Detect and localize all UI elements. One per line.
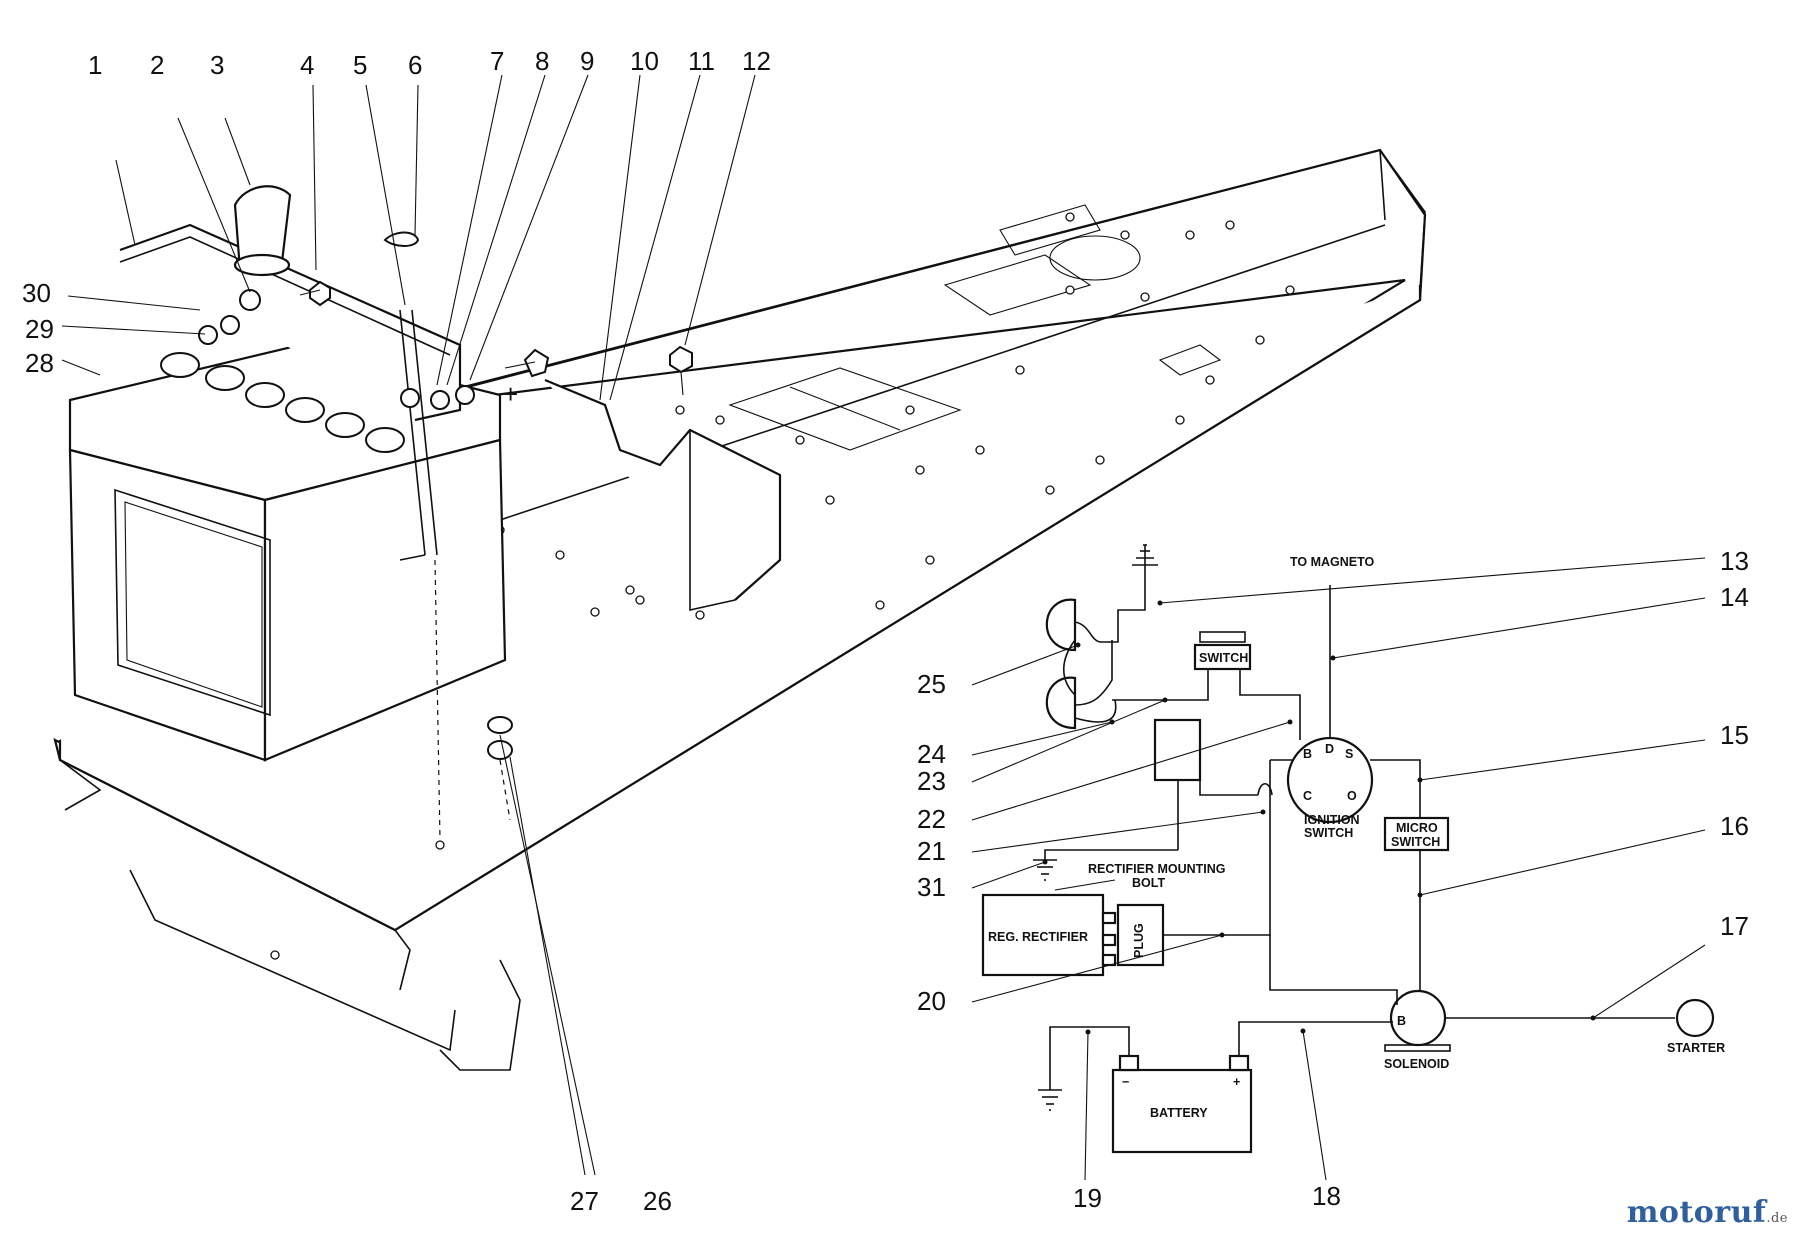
to-magneto-label: TO MAGNETO — [1290, 555, 1375, 569]
callout-19: 19 — [1073, 1183, 1102, 1213]
watermark-tld: .de — [1766, 1211, 1788, 1226]
callout-13: 13 — [1720, 546, 1749, 576]
battery-symbol — [1111, 1068, 1253, 1154]
callout-6: 6 — [408, 50, 422, 80]
callout-10: 10 — [630, 46, 659, 76]
callout-31: 31 — [917, 872, 946, 902]
rectifier-bolt-label: RECTIFIER MOUNTING — [1088, 862, 1226, 876]
callout-16: 16 — [1720, 811, 1749, 841]
callout-30: 30 — [22, 278, 51, 308]
callout-8: 8 — [535, 46, 549, 76]
solenoid-terminal-b: B — [1397, 1014, 1406, 1028]
callout-23: 23 — [917, 766, 946, 796]
starter-icon — [1675, 998, 1715, 1038]
callout-5: 5 — [353, 50, 367, 80]
callout-11: 11 — [688, 46, 715, 76]
ign-terminal-c: C — [1303, 789, 1312, 803]
reg-rectifier-box — [981, 893, 1105, 977]
battery-label: BATTERY — [1150, 1106, 1208, 1120]
callout-1: 1 — [88, 50, 102, 80]
plug-label: PLUG — [1132, 923, 1146, 958]
callout-25: 25 — [917, 669, 946, 699]
watermark-brand: motoruf — [1626, 1195, 1767, 1230]
callout-27: 27 — [570, 1186, 599, 1216]
callout-4: 4 — [300, 50, 314, 80]
ignition-label-2: SWITCH — [1304, 826, 1353, 840]
callout-20: 20 — [917, 986, 946, 1016]
ign-terminal-d: D — [1325, 742, 1334, 756]
switch-label: SWITCH — [1199, 651, 1248, 665]
reg-rectifier-label: REG. RECTIFIER — [988, 930, 1088, 944]
micro-switch-box — [1383, 816, 1450, 852]
ignition-label: IGNITION — [1304, 813, 1360, 827]
rectifier-bolt-label-2: BOLT — [1132, 876, 1165, 890]
micro-switch-label: MICRO — [1396, 821, 1438, 835]
callout-24: 24 — [917, 739, 946, 769]
battery-neg-sign: − — [1122, 1075, 1129, 1089]
callout-14: 14 — [1720, 582, 1749, 612]
plug-connector — [1116, 903, 1165, 967]
starter-label: STARTER — [1667, 1041, 1725, 1055]
micro-switch-label-2: SWITCH — [1391, 835, 1440, 849]
ground-top-icon — [1132, 544, 1158, 566]
light-switch-box — [1193, 643, 1252, 671]
callout-12: 12 — [742, 46, 771, 76]
frame-plus-sign: + — [503, 379, 518, 409]
callout-7: 7 — [490, 46, 504, 76]
callout-9: 9 — [580, 46, 594, 76]
ign-terminal-b: B — [1303, 747, 1312, 761]
rectifier-module — [1153, 718, 1202, 782]
battery-assembly — [68, 185, 693, 841]
leader-lines — [61, 74, 756, 1176]
chassis-frame: + — [53, 148, 1427, 1071]
callout-2: 2 — [150, 50, 164, 80]
callout-18: 18 — [1312, 1181, 1341, 1211]
ign-terminal-o: O — [1347, 789, 1357, 803]
callout-22: 22 — [917, 804, 946, 834]
headlight-lower-icon — [1045, 676, 1077, 730]
solenoid-label: SOLENOID — [1384, 1057, 1449, 1071]
callout-17: 17 — [1720, 911, 1749, 941]
ign-terminal-s: S — [1345, 747, 1353, 761]
callout-3: 3 — [210, 50, 224, 80]
ground-battery-icon — [1038, 1089, 1062, 1111]
wiring-schematic: SWITCH RECTIFIER MOUNTING BOLT REG. RECT… — [971, 544, 1725, 1181]
battery-pos-sign: + — [1233, 1075, 1240, 1089]
callout-15: 15 — [1720, 720, 1749, 750]
callout-numbers: 1 2 3 4 5 6 7 8 9 10 11 12 13 14 15 16 1… — [22, 46, 1749, 1216]
motoruf-watermark: motoruf.de — [1627, 1195, 1788, 1230]
callout-29: 29 — [25, 314, 54, 344]
callout-26: 26 — [643, 1186, 672, 1216]
callout-28: 28 — [25, 348, 54, 378]
callout-21: 21 — [917, 836, 946, 866]
headlight-upper-icon — [1045, 598, 1077, 652]
